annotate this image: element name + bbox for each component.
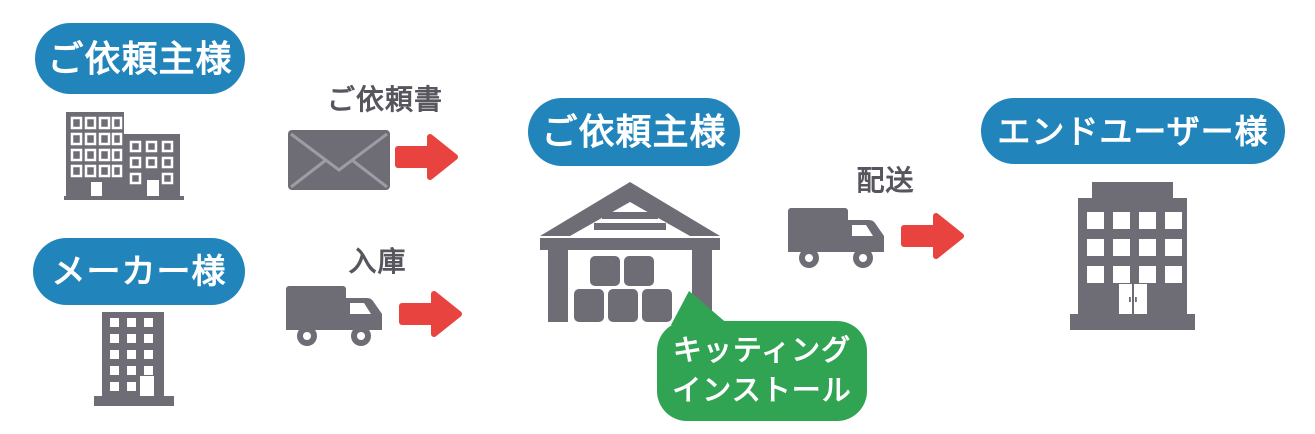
flow-request-label: ご依頼書	[326, 84, 443, 115]
node-client-label: ご依頼主様	[47, 37, 233, 79]
callout-tail	[671, 291, 729, 325]
node-warehouse-pill: ご依頼主様	[528, 98, 740, 166]
red-arrow-right-icon	[901, 213, 964, 259]
flow-inbound-label: 入庫	[348, 246, 407, 277]
node-maker-label: メーカー様	[51, 252, 227, 291]
office-building-icon	[1070, 182, 1195, 330]
kitting-callout: キッティング インストール	[657, 291, 867, 421]
callout-line1: キッティング	[672, 335, 852, 367]
truck-icon	[788, 208, 884, 268]
office-building-icon	[94, 312, 174, 406]
callout-line2: インストール	[672, 375, 852, 407]
red-arrow-right-icon	[395, 134, 458, 180]
node-warehouse-label: ご依頼主様	[541, 111, 727, 152]
truck-icon	[286, 286, 382, 346]
node-maker-pill: メーカー様	[33, 238, 245, 305]
office-buildings-icon	[64, 112, 184, 200]
node-enduser-pill: エンドユーザー様	[981, 98, 1285, 164]
flow-delivery-label: 配送	[856, 165, 915, 196]
node-enduser-label: エンドユーザー様	[997, 112, 1269, 150]
red-arrow-right-icon	[399, 291, 462, 337]
envelope-icon	[288, 130, 390, 190]
warehouse-icon	[540, 182, 720, 322]
node-client-pill: ご依頼主様	[35, 23, 245, 94]
